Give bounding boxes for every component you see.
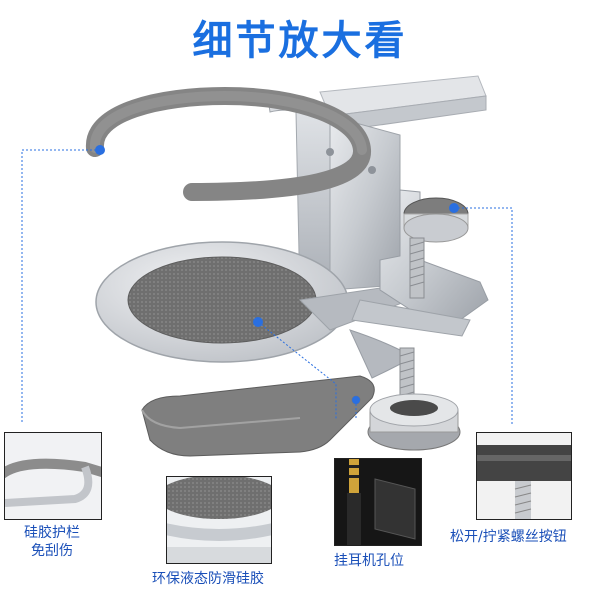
label-screw-knob: 松开/拧紧螺丝按钮 [450, 529, 567, 545]
label-earphone-hole: 挂耳机孔位 [334, 553, 404, 569]
label-eco-silicone: 环保液态防滑硅胶 [152, 571, 264, 587]
thumb-screw-knob [476, 432, 572, 520]
label-silicone-guard: 硅胶护栏 免刮伤 [0, 524, 104, 560]
page-title: 细节放大看 [192, 18, 408, 64]
thumb-earphone-hole [334, 458, 422, 546]
thumb-silicone-guard [4, 432, 102, 520]
label-silicone-guard-line1: 硅胶护栏 [24, 525, 80, 541]
thumb-anti-slip-silicone [166, 476, 272, 564]
label-silicone-guard-line2: 免刮伤 [31, 543, 73, 559]
